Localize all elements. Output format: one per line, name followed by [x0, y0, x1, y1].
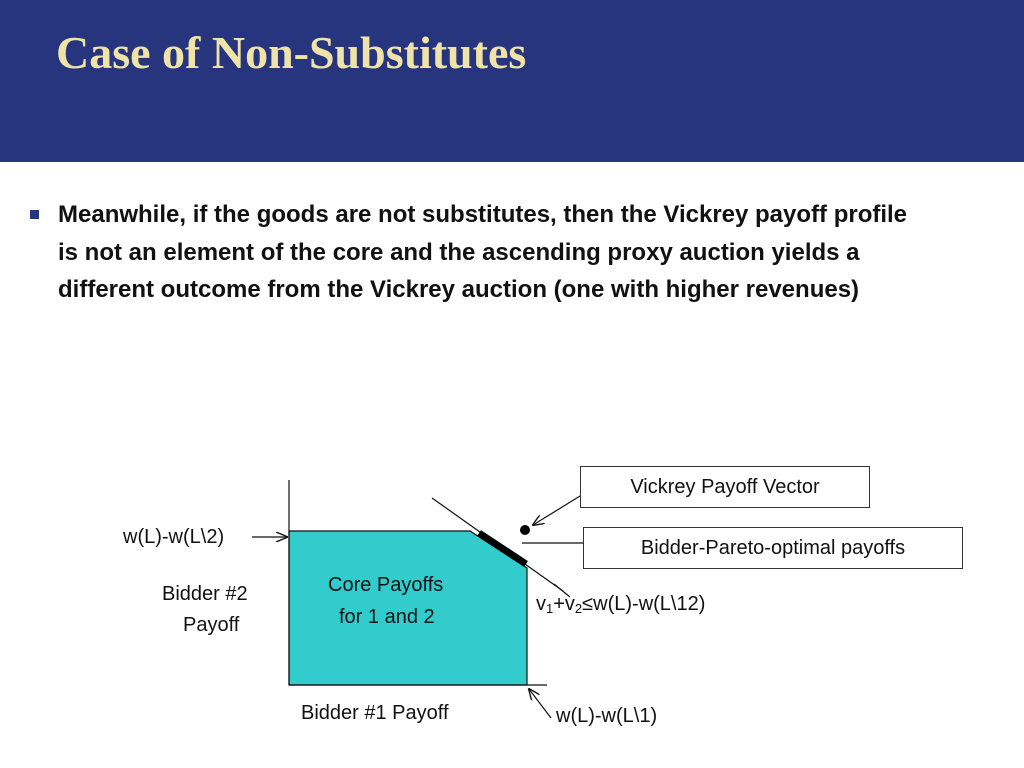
constraint-rhs: w(L)-w(L\12) [593, 593, 706, 615]
constraint-v1: v [536, 593, 546, 615]
vickrey-payoff-callout: Vickrey Payoff Vector [580, 466, 870, 508]
core-region-label-line2: for 1 and 2 [339, 606, 435, 628]
x-intercept-label: w(L)-w(L\1) [556, 705, 658, 727]
vickrey-callout-text: Vickrey Payoff Vector [630, 476, 820, 498]
slide-title: Case of Non-Substitutes [56, 27, 527, 78]
vickrey-callout-arrow [533, 495, 581, 525]
constraint-label-leader [553, 583, 571, 598]
core-region-label-line1: Core Payoffs [328, 574, 444, 596]
y-axis-label-line1: Bidder #2 [162, 583, 248, 605]
vickrey-payoff-point [520, 525, 530, 535]
x-intercept-arrow [529, 689, 552, 719]
y-axis-label-line2: Payoff [183, 614, 240, 636]
x-axis-label: Bidder #1 Payoff [301, 702, 449, 724]
bullet-square-icon [30, 210, 39, 219]
constraint-label: v1+v2≤w(L)-w(L\12) [536, 592, 705, 621]
pareto-optimal-callout: Bidder-Pareto-optimal payoffs [583, 527, 963, 569]
title-bar: Case of Non-Substitutes [0, 0, 1024, 162]
leq-symbol: ≤ [582, 593, 594, 615]
constraint-plus: +v [553, 593, 575, 615]
constraint-sub1: 1 [546, 601, 554, 616]
y-intercept-label: w(L)-w(L\2) [123, 526, 225, 548]
constraint-sub2: 2 [574, 601, 583, 616]
pareto-optimal-segment [477, 530, 528, 567]
pareto-callout-text: Bidder-Pareto-optimal payoffs [640, 537, 906, 559]
bullet-text: Meanwhile, if the goods are not substitu… [58, 201, 908, 303]
